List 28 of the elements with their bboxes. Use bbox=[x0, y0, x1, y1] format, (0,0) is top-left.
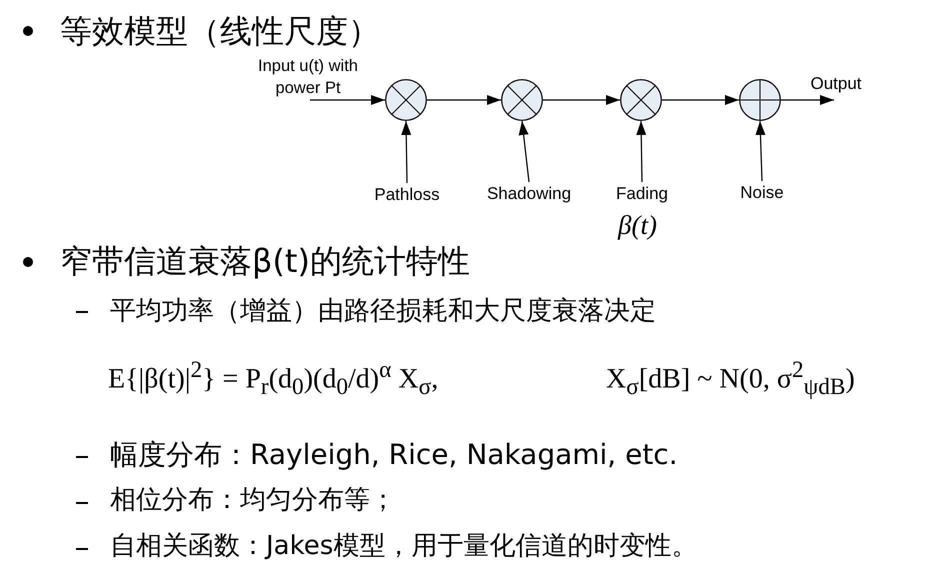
multiplier-symbol bbox=[501, 79, 543, 121]
list-item-text: 平均功率（增益）由路径损耗和大尺度衰落决定 bbox=[110, 295, 656, 328]
formula: E{|β(t)|$^{2}$} = P$_{r}$(d$_{0}$)(d$_{0}$/d)$^{α}$ X$_{σ}$, bbox=[108, 357, 438, 401]
bullet-text: 等效模型（线性尺度） bbox=[60, 11, 380, 52]
adder-symbol bbox=[739, 79, 781, 121]
arrow bbox=[781, 95, 834, 105]
input-label: Fading bbox=[611, 182, 673, 206]
output-label: Output bbox=[806, 72, 866, 100]
multiplier-symbol bbox=[385, 79, 427, 121]
bullet-text: 窄带信道衰落β(t)的统计特性 bbox=[60, 241, 470, 282]
arrow bbox=[427, 95, 501, 105]
formula-label: β(t) bbox=[618, 210, 657, 241]
arrow bbox=[543, 95, 620, 105]
formula: X$_{σ}$[dB] ~ N(0, σ$^{2}$$_{ψdB}$) bbox=[606, 357, 855, 401]
arrow bbox=[518, 120, 530, 182]
input-label: Input u(t) with power Pt bbox=[258, 55, 358, 100]
input-label: Noise bbox=[737, 181, 787, 205]
arrow bbox=[662, 95, 739, 105]
input-label: Pathloss bbox=[366, 183, 448, 207]
list-item-text: 自相关函数：Jakes模型，用于量化信道的时变性。 bbox=[110, 530, 698, 563]
list-item-text: 相位分布：均匀分布等； bbox=[110, 484, 396, 517]
list-item-text: 幅度分布：Rayleigh, Rice, Nakagami, etc. bbox=[110, 437, 678, 473]
arrow bbox=[310, 95, 385, 105]
multiplier-symbol bbox=[620, 79, 662, 121]
arrow bbox=[401, 120, 412, 184]
arrow bbox=[636, 120, 646, 182]
arrow bbox=[755, 120, 766, 182]
input-label: Shadowing bbox=[478, 182, 580, 206]
